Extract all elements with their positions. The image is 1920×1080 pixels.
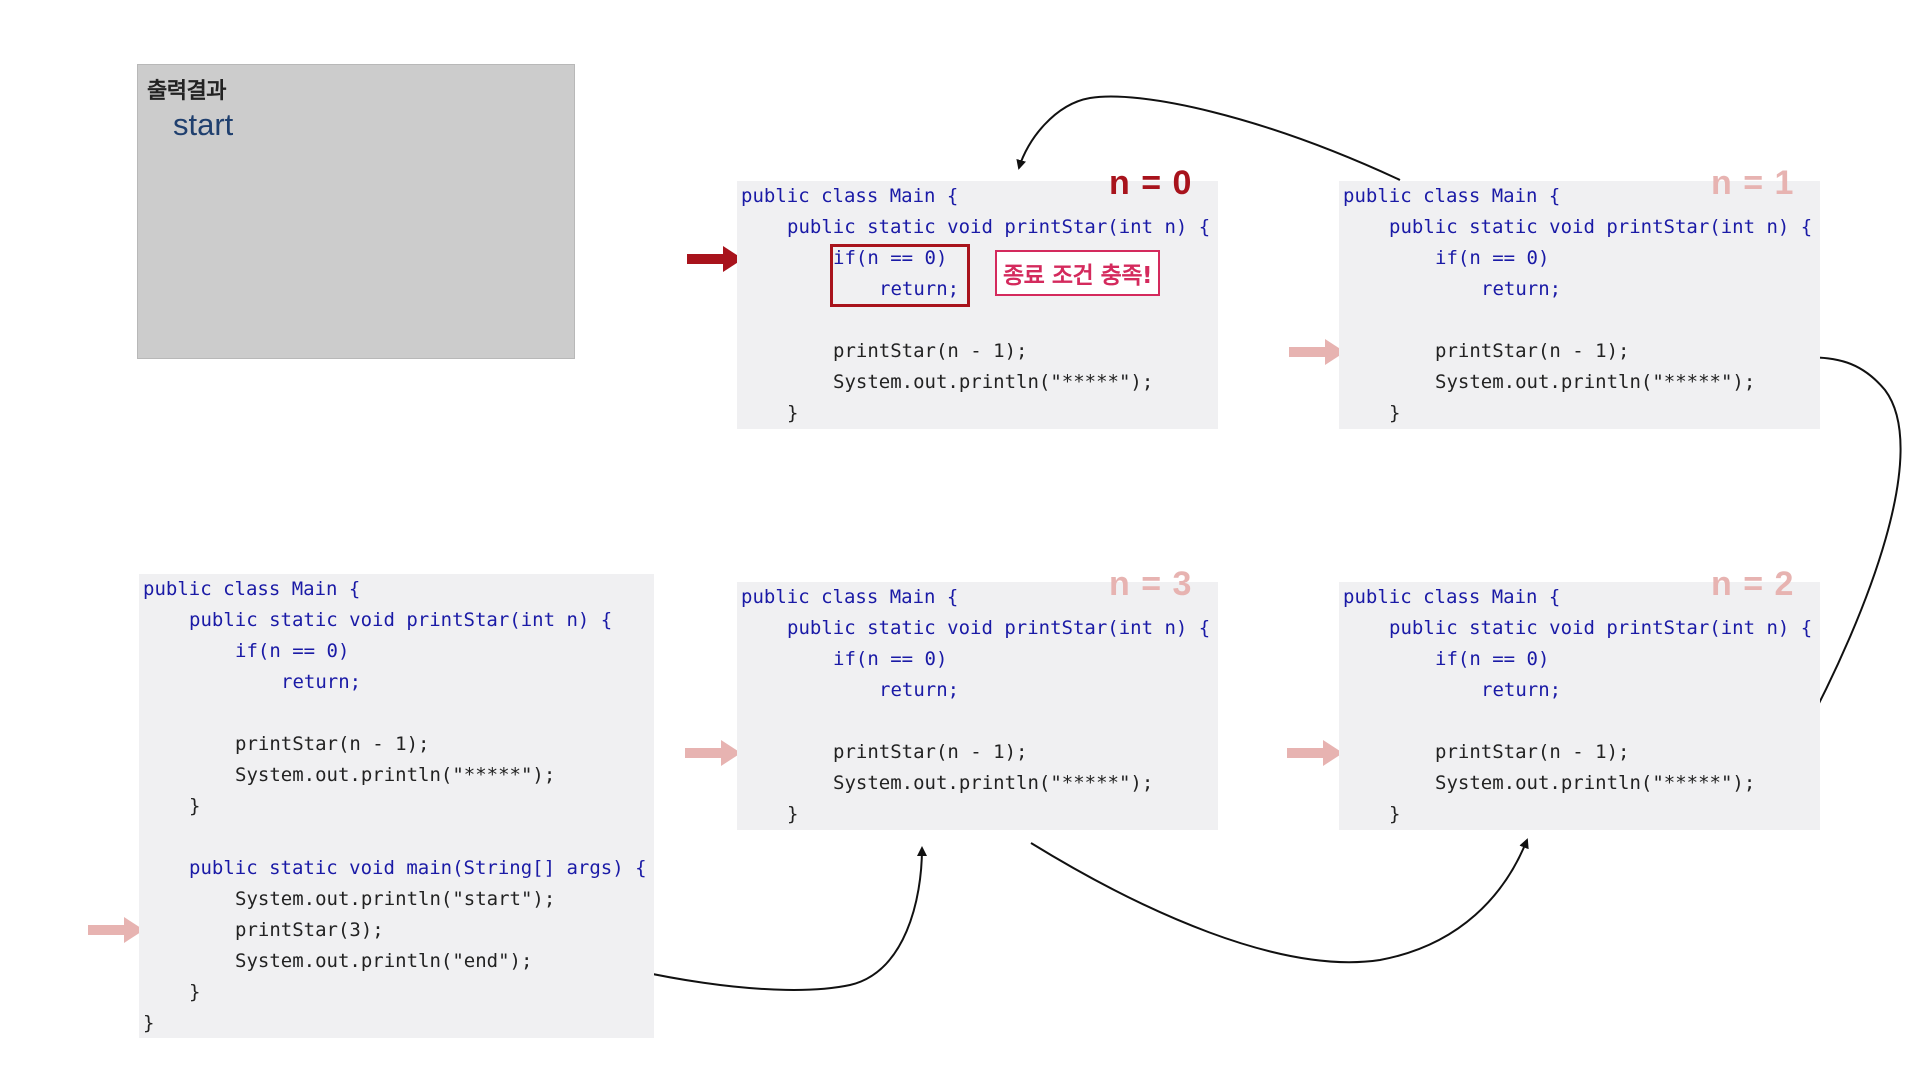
active-execution-arrow bbox=[687, 246, 743, 272]
code-line-close: } bbox=[787, 803, 799, 825]
code-frame-main: public class Main { public static void p… bbox=[139, 574, 654, 1038]
code-line-condition: if(n == 0) bbox=[1435, 648, 1550, 670]
code-line-main-method: public static void main(String[] args) { bbox=[189, 857, 647, 879]
pending-arrow-main bbox=[88, 917, 144, 943]
code-line-method: public static void printStar(int n) { bbox=[787, 216, 1211, 238]
code-line-print-stars: System.out.println("*****"); bbox=[235, 764, 556, 786]
code-line-print-stars: System.out.println("*****"); bbox=[833, 772, 1154, 794]
code-line-return: return; bbox=[879, 679, 960, 701]
code-line-print-end: System.out.println("end"); bbox=[235, 950, 533, 972]
code-line-close: } bbox=[787, 402, 799, 424]
code-line-call-printstar: printStar(3); bbox=[235, 919, 384, 941]
code-line-condition: if(n == 0) bbox=[833, 247, 948, 269]
code-line-return: return; bbox=[1481, 278, 1562, 300]
code-line-class: public class Main { bbox=[741, 586, 959, 608]
pending-arrow-n1 bbox=[1289, 339, 1345, 365]
code-line-method: public static void printStar(int n) { bbox=[1389, 216, 1813, 238]
code-line-return: return; bbox=[879, 278, 960, 300]
code-line-print-stars: System.out.println("*****"); bbox=[833, 371, 1154, 393]
frame-label-n2: n = 2 bbox=[1711, 565, 1795, 603]
code-line-close-method: } bbox=[189, 795, 201, 817]
code-line-method: public static void printStar(int n) { bbox=[787, 617, 1211, 639]
code-line-recursive-call: printStar(n - 1); bbox=[833, 340, 1028, 362]
code-line-return: return; bbox=[1481, 679, 1562, 701]
code-line-class: public class Main { bbox=[143, 578, 361, 600]
code-line-close: } bbox=[1389, 803, 1401, 825]
code-line-return: return; bbox=[281, 671, 362, 693]
frame-label-n0: n = 0 bbox=[1109, 164, 1193, 202]
termination-badge: 종료 조건 충족! bbox=[995, 250, 1160, 296]
code-line-class: public class Main { bbox=[1343, 586, 1561, 608]
code-line-print-stars: System.out.println("*****"); bbox=[1435, 371, 1756, 393]
code-line-close: } bbox=[1389, 402, 1401, 424]
code-line-close-main: } bbox=[189, 981, 201, 1003]
code-line-recursive-call: printStar(n - 1); bbox=[1435, 741, 1630, 763]
code-frame-n2: n = 2 public class Main { public static … bbox=[1339, 565, 1820, 830]
code-line-condition: if(n == 0) bbox=[1435, 247, 1550, 269]
code-line-class: public class Main { bbox=[1343, 185, 1561, 207]
code-line-recursive-call: printStar(n - 1); bbox=[235, 733, 430, 755]
code-line-condition: if(n == 0) bbox=[235, 640, 350, 662]
code-line-print-start: System.out.println("start"); bbox=[235, 888, 556, 910]
frame-label-n3: n = 3 bbox=[1109, 565, 1193, 603]
frame-label-n1: n = 1 bbox=[1711, 164, 1795, 202]
code-line-method: public static void printStar(int n) { bbox=[1389, 617, 1813, 639]
output-title: 출력결과 bbox=[147, 79, 226, 104]
termination-condition-highlight bbox=[830, 244, 970, 307]
code-line-method: public static void printStar(int n) { bbox=[189, 609, 613, 631]
code-frame-n1: n = 1 public class Main { public static … bbox=[1339, 164, 1820, 429]
output-line: start bbox=[173, 107, 234, 142]
pending-arrow-n3 bbox=[685, 740, 741, 766]
connector-n2-to-n1 bbox=[1799, 352, 1902, 741]
pending-arrow-n2 bbox=[1287, 740, 1343, 766]
code-line-class: public class Main { bbox=[741, 185, 959, 207]
code-line-condition: if(n == 0) bbox=[833, 648, 948, 670]
connector-n3-to-n2 bbox=[1030, 838, 1529, 964]
code-line-recursive-call: printStar(n - 1); bbox=[833, 741, 1028, 763]
output-panel: 출력결과 start bbox=[137, 64, 575, 359]
code-frame-n3: n = 3 public class Main { public static … bbox=[737, 565, 1218, 830]
connector-n1-to-n0 bbox=[1016, 95, 1401, 181]
code-line-print-stars: System.out.println("*****"); bbox=[1435, 772, 1756, 794]
code-line-close-class: } bbox=[143, 1012, 155, 1034]
code-frame-n0: n = 0 public class Main { public static … bbox=[737, 164, 1218, 429]
code-line-recursive-call: printStar(n - 1); bbox=[1435, 340, 1630, 362]
